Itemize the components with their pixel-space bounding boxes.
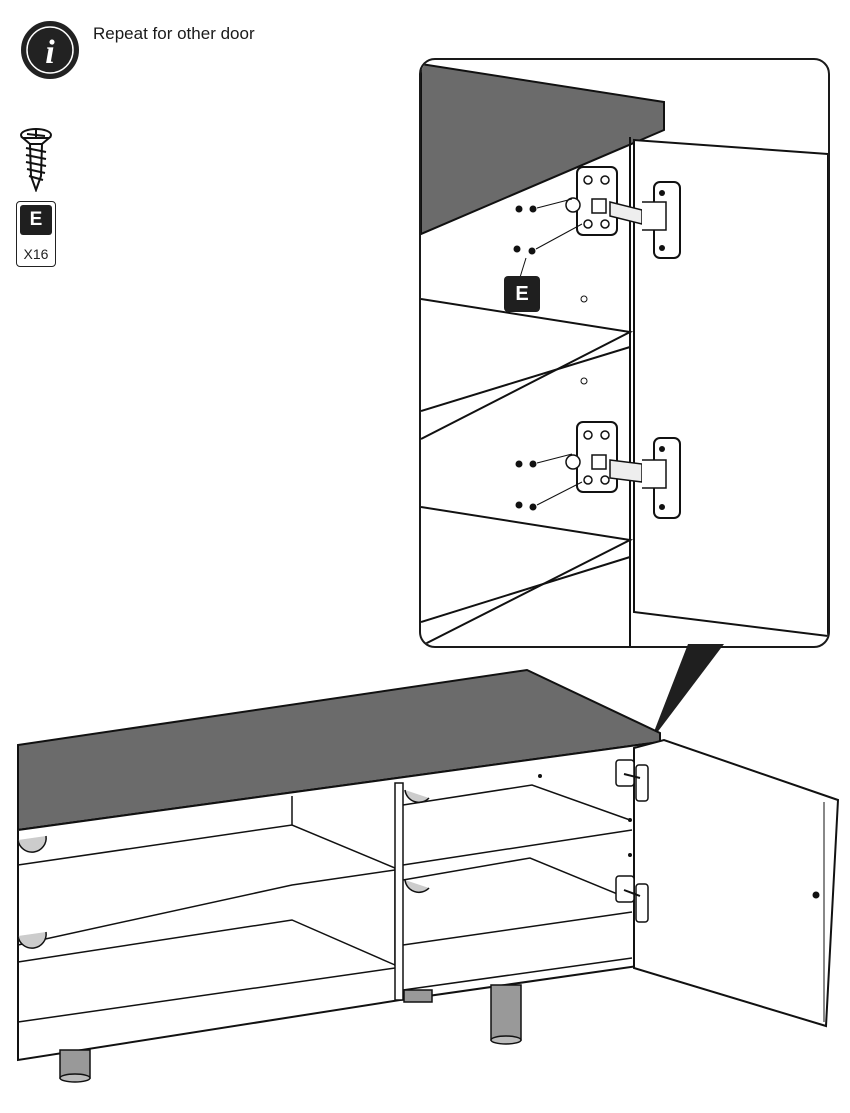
door-hinge-top-icon — [615, 759, 649, 802]
door-hinge-bottom-icon — [615, 875, 649, 923]
leg-middle-icon — [403, 989, 433, 1003]
leg-right-icon — [490, 984, 522, 1045]
instruction-text: Repeat for other door — [93, 24, 255, 43]
leg-left-icon — [59, 1049, 91, 1083]
detail-illustration — [421, 62, 828, 646]
svg-text:i: i — [45, 34, 55, 71]
detail-part-label: E — [504, 276, 540, 312]
part-letter: E — [20, 205, 52, 235]
info-icon: i — [21, 21, 79, 79]
upper-hinge-icon — [565, 166, 681, 259]
part-e-box: E X16 — [16, 201, 56, 267]
screw-icon — [20, 128, 52, 192]
lower-hinge-icon — [565, 421, 681, 519]
detail-zoom-panel — [419, 58, 830, 648]
part-quantity: X16 — [23, 246, 49, 262]
